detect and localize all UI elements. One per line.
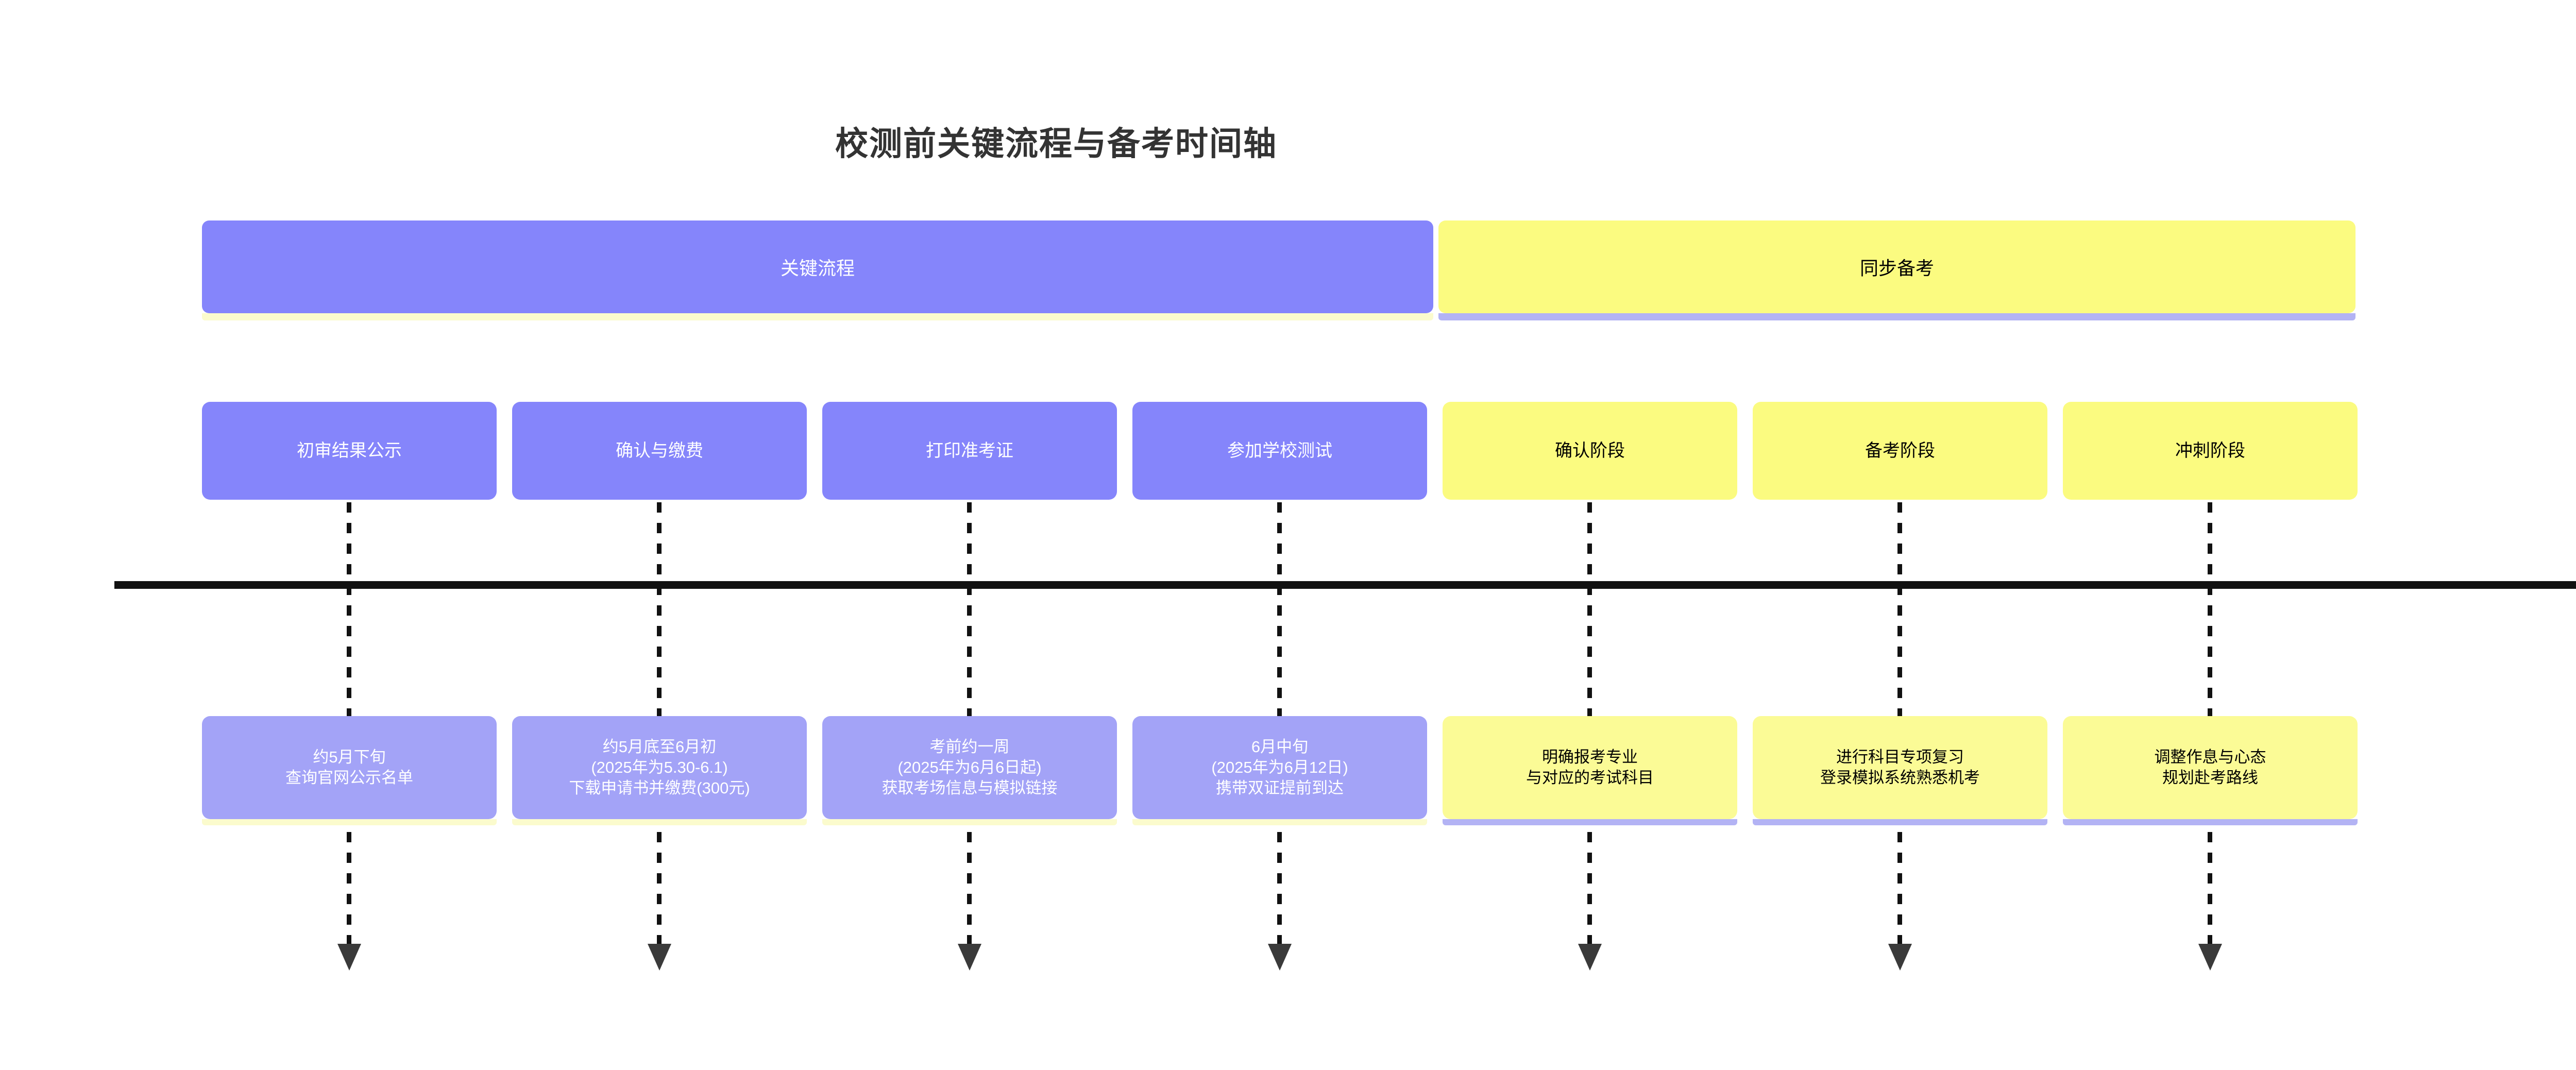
page-title: 校测前关键流程与备考时间轴 [835,125,1277,162]
milestone-box[interactable]: 备考阶段 [1753,402,2047,500]
detail-shadow [822,819,1117,825]
connector-arrow-icon [1268,944,1292,971]
milestone-box[interactable]: 打印准考证 [822,402,1117,500]
detail-shadow [1753,819,2047,825]
header-prep-label: 同步备考 [1859,258,1934,279]
detail-text: 进行科目专项复习 登录模拟系统熟悉机考 [1820,748,1980,787]
connector-arrow-icon [1578,944,1602,971]
header-prep[interactable]: 同步备考 [1438,220,2355,313]
header-key-process[interactable]: 关键流程 [202,220,1433,313]
detail-text: 6月中旬 (2025年为6月12日) 携带双证提前到达 [1211,737,1348,797]
detail-box[interactable]: 约5月底至6月初 (2025年为5.30-6.1) 下载申请书并缴费(300元) [512,716,807,819]
detail-box[interactable]: 进行科目专项复习 登录模拟系统熟悉机考 [1753,716,2047,819]
header-shadow-prep [1438,313,2355,320]
detail-text: 约5月底至6月初 (2025年为5.30-6.1) 下载申请书并缴费(300元) [569,737,750,797]
milestone-label: 打印准考证 [926,440,1013,461]
milestone-label: 备考阶段 [1865,440,1935,461]
detail-text: 约5月下旬 查询官网公示名单 [285,748,413,787]
connector-arrow-icon [1888,944,1912,971]
detail-box[interactable]: 调整作息与心态 规划赴考路线 [2063,716,2358,819]
connector-arrow-icon [2198,944,2222,971]
detail-text: 调整作息与心态 规划赴考路线 [2154,748,2266,787]
detail-box[interactable]: 约5月下旬 查询官网公示名单 [202,716,497,819]
detail-shadow [1132,819,1427,825]
milestone-label: 初审结果公示 [297,440,402,461]
milestone-box[interactable]: 冲刺阶段 [2063,402,2358,500]
detail-shadow [202,819,497,825]
header-shadow-key-process [202,313,1433,320]
connector-arrow-icon [958,944,981,971]
connector-arrow-icon [337,944,361,971]
milestone-box[interactable]: 初审结果公示 [202,402,497,500]
header-key-process-label: 关键流程 [780,258,855,279]
connector-arrow-icon [648,944,671,971]
detail-shadow [1443,819,1737,825]
detail-shadow [512,819,807,825]
milestone-box[interactable]: 确认与缴费 [512,402,807,500]
milestone-label: 冲刺阶段 [2175,440,2245,461]
detail-shadow [2063,819,2358,825]
milestone-label: 确认阶段 [1555,440,1625,461]
detail-text: 考前约一周 (2025年为6月6日起) 获取考场信息与模拟链接 [882,737,1058,797]
detail-box[interactable]: 6月中旬 (2025年为6月12日) 携带双证提前到达 [1132,716,1427,819]
detail-text: 明确报考专业 与对应的考试科目 [1526,748,1654,787]
milestone-box[interactable]: 参加学校测试 [1132,402,1427,500]
milestone-label: 确认与缴费 [616,440,703,461]
milestone-box[interactable]: 确认阶段 [1443,402,1737,500]
timeline-axis [114,581,2576,589]
milestone-label: 参加学校测试 [1227,440,1332,461]
detail-box[interactable]: 明确报考专业 与对应的考试科目 [1443,716,1737,819]
detail-box[interactable]: 考前约一周 (2025年为6月6日起) 获取考场信息与模拟链接 [822,716,1117,819]
